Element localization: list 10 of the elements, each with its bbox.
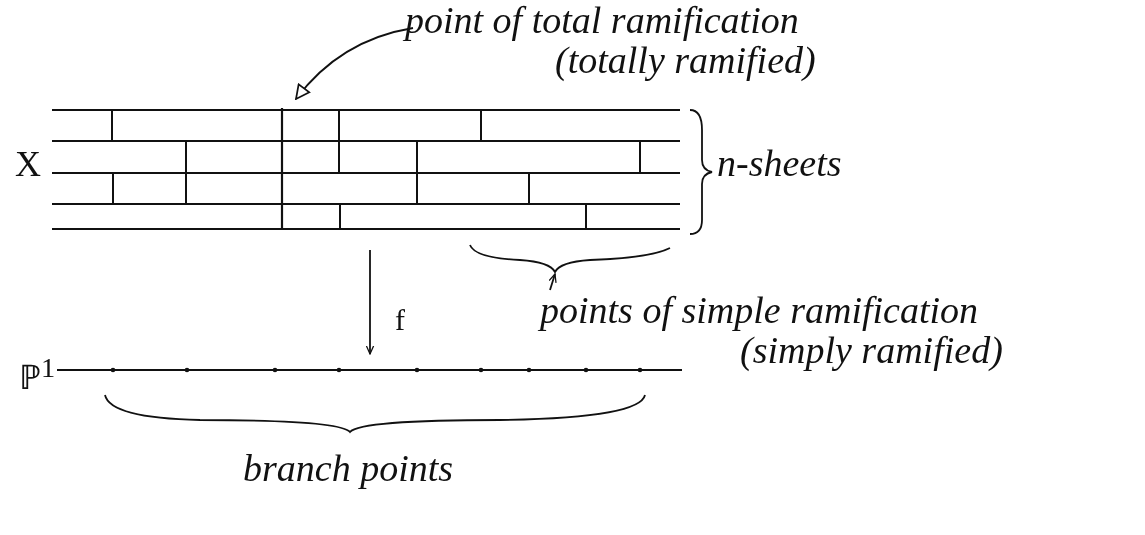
annotation-text: points of simple ramification (simply ramified) bbox=[540, 290, 1004, 370]
arrow bbox=[548, 273, 557, 291]
brace-label: branch points bbox=[243, 448, 454, 488]
annotation-text: point of total ramification (totally ramified) bbox=[405, 0, 817, 80]
space-label: ℙ$^{1}$ bbox=[19, 351, 56, 399]
arrow bbox=[365, 249, 375, 355]
brace-label: n-sheets bbox=[717, 143, 842, 183]
arrow bbox=[295, 27, 414, 100]
edge-label: f bbox=[395, 302, 405, 338]
variable-label: X bbox=[15, 144, 41, 184]
